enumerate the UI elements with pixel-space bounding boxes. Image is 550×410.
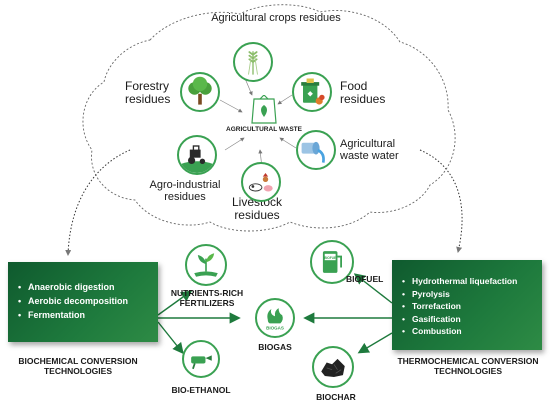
biogas-icon-text: BIOGAS (266, 326, 284, 331)
bio-ethanol-label: BIO-ETHANOL (171, 385, 231, 395)
process-aerobic-decomposition: Aerobic decomposition (18, 294, 158, 308)
fuel-pump-icon: BIOFUE (310, 240, 354, 284)
livestock-icon (241, 162, 281, 202)
tractor-icon (177, 135, 217, 175)
food-bin-icon (292, 72, 332, 112)
process-fermentation: Fermentation (18, 308, 158, 322)
agro-industrial-residues-label: Agro-industrial residues (149, 179, 221, 203)
process-combustion: Combustion (402, 325, 542, 338)
arrow-to-biochemical (65, 149, 131, 256)
plant-hands-icon (185, 244, 227, 286)
tree-icon (180, 72, 220, 112)
food-residues-label: Food residues (340, 79, 386, 106)
fuel-nozzle-icon (182, 340, 220, 378)
biofuel-label: BIOFUEL (346, 274, 384, 284)
biofuel-icon-text: BIOFUE (324, 256, 336, 260)
waste-water-label: Agricultural waste water (340, 138, 399, 162)
biochemical-title: BIOCHEMICAL CONVERSION TECHNOLOGIES (18, 356, 138, 376)
forestry-residues-label: Forestry residues (125, 79, 171, 106)
process-torrefaction: Torrefaction (402, 300, 542, 313)
process-gasification: Gasification (402, 313, 542, 326)
cloud-outline (82, 4, 456, 232)
charcoal-icon (312, 346, 354, 388)
crops-residues-label: Agricultural crops residues (211, 12, 341, 24)
thermochemical-title: THERMOCHEMICAL CONVERSION TECHNOLOGIES (397, 356, 539, 376)
process-anaerobic-digestion: Anaerobic digestion (18, 280, 158, 294)
process-pyrolysis: Pyrolysis (402, 288, 542, 301)
waste-bag-icon (240, 94, 288, 125)
biogas-icon: BIOGAS (255, 298, 295, 338)
agricultural-waste-label: AGRICULTURAL WASTE (226, 126, 302, 133)
biochemical-processes-box: Anaerobic digestion Aerobic decompositio… (8, 262, 158, 342)
water-pipe-icon (296, 130, 336, 170)
thermochemical-processes-box: Hydrothermal liquefaction Pyrolysis Torr… (392, 260, 542, 350)
biochemical-arrows (157, 290, 241, 355)
biochar-label: BIOCHAR (316, 392, 356, 402)
fertilizers-label: NUTRIENTS-RICH FERTILIZERS (170, 288, 244, 308)
process-hydrothermal-liquefaction: Hydrothermal liquefaction (402, 275, 542, 288)
biogas-label: BIOGAS (258, 342, 292, 352)
wheat-icon (233, 42, 273, 82)
thermochemical-arrows (303, 273, 393, 354)
arrow-to-thermochemical (419, 149, 463, 253)
